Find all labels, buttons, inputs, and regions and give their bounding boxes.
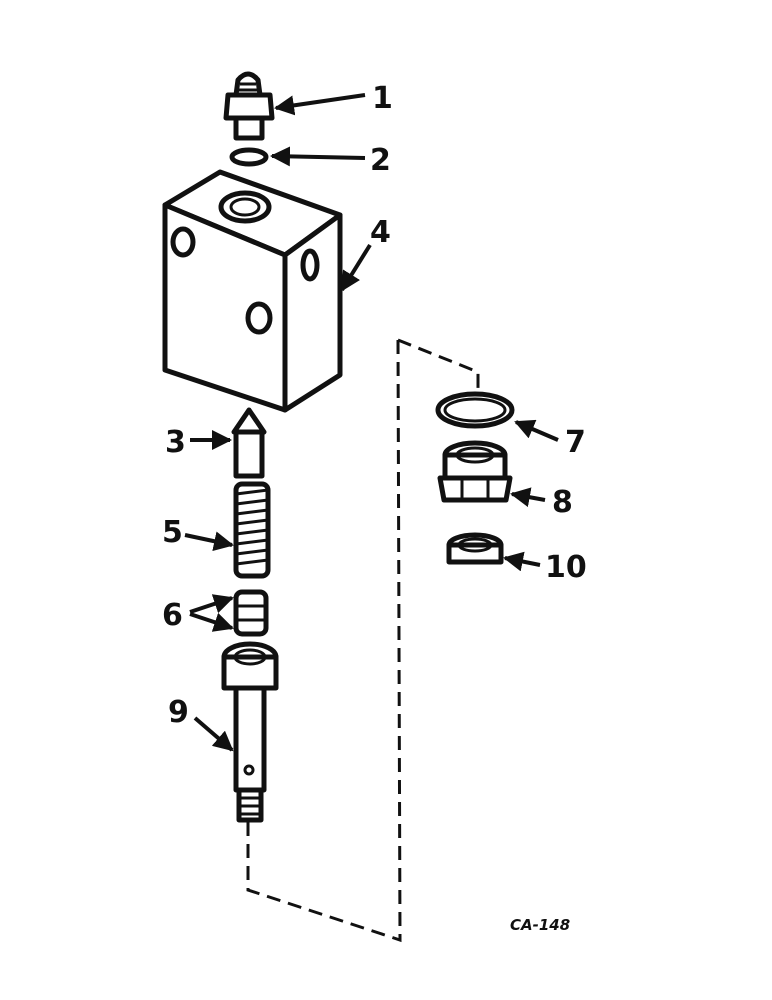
assembly-dashed-line	[397, 338, 480, 392]
callout-6: 6	[162, 598, 183, 633]
part-3-poppet	[231, 407, 267, 479]
callout-9: 9	[168, 695, 189, 730]
assembly-dashed-line-2	[246, 339, 402, 943]
callout-8: 8	[552, 485, 573, 520]
part-7-o-ring	[435, 391, 515, 429]
callout-2: 2	[370, 143, 391, 178]
callout-7: 7	[565, 425, 586, 460]
arrow-1	[274, 93, 366, 116]
arrow-8	[510, 487, 546, 508]
arrow-10	[503, 551, 541, 572]
arrow-4	[340, 243, 372, 292]
part-1-fitting	[223, 71, 275, 141]
part-8-hex-plug	[437, 440, 513, 503]
arrow-5	[184, 531, 234, 552]
arrow-6b	[189, 612, 234, 632]
callout-10: 10	[545, 550, 587, 585]
callout-3: 3	[165, 425, 186, 460]
callout-1: 1	[372, 81, 393, 116]
part-10-seal-ring	[446, 532, 504, 565]
part-4-valve-block	[162, 169, 343, 413]
callout-4: 4	[370, 215, 391, 250]
callout-5: 5	[162, 515, 183, 550]
part-5-spring	[233, 481, 271, 579]
arrow-6a	[189, 594, 234, 614]
arrow-9	[193, 716, 234, 752]
part-9-stem	[221, 641, 279, 823]
arrow-2	[270, 146, 366, 167]
arrow-7	[514, 419, 559, 442]
figure-code: CA-148	[510, 916, 570, 934]
part-6-shims	[233, 589, 269, 637]
part-2-o-ring	[229, 147, 269, 167]
